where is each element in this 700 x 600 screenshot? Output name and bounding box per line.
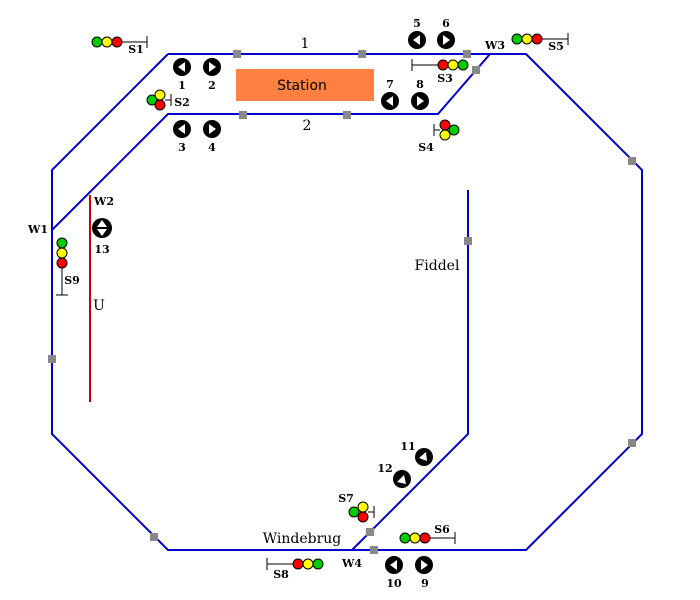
button-1-label: 1	[178, 79, 186, 92]
signal-s9[interactable]	[56, 237, 68, 296]
button-8-label: 8	[416, 78, 424, 91]
button-11-label: 11	[400, 440, 415, 453]
signal-s3-label: S3	[437, 72, 453, 85]
arrow-right-icon	[209, 124, 216, 134]
track-sensor	[48, 355, 56, 363]
direction-left-button-7[interactable]	[381, 92, 399, 110]
button-7-label: 7	[386, 78, 394, 91]
track-sensor	[150, 533, 158, 541]
fiddel-branch-track	[351, 190, 469, 551]
signal-s2[interactable]	[146, 89, 172, 111]
signal-s2-label: S2	[174, 96, 190, 109]
switch-w3-label: W3	[484, 39, 505, 52]
arrow-left-icon	[178, 124, 185, 134]
signal-s7-label: S7	[338, 492, 354, 505]
switch-w4-label: W4	[341, 557, 362, 570]
arrow-left-icon	[390, 560, 397, 570]
station-label: Station	[277, 78, 327, 94]
button-12-label: 12	[377, 462, 392, 475]
arrow-down-right-icon	[419, 452, 427, 461]
signal-s1[interactable]	[91, 36, 148, 48]
track-sensor	[233, 50, 241, 58]
direction-left-button-3[interactable]	[173, 120, 191, 138]
direction-right-button-2[interactable]	[203, 58, 221, 76]
track-2-label: 2	[303, 118, 312, 134]
arrow-left-icon	[413, 35, 420, 45]
button-4-label: 4	[208, 141, 216, 154]
arrow-left-icon	[386, 96, 393, 106]
direction-left-button-10[interactable]	[385, 556, 403, 574]
signal-s7[interactable]	[348, 501, 375, 523]
signal-s1-label: S1	[128, 43, 144, 56]
signal-s3[interactable]	[411, 59, 469, 71]
direction-down-button-12[interactable]	[393, 470, 411, 488]
arrow-down-icon	[97, 229, 107, 236]
windebrug-label: Windebrug	[263, 531, 342, 547]
siding-up-down-button-13[interactable]	[92, 218, 112, 238]
track-sensor	[628, 439, 636, 447]
switch-w1-label: W1	[27, 223, 48, 236]
track-1-label: 1	[301, 36, 310, 52]
track-2	[51, 53, 491, 231]
button-3-label: 3	[178, 141, 186, 154]
track-sensor	[239, 111, 247, 119]
track-sensor	[472, 66, 480, 74]
arrow-right-icon	[417, 96, 424, 106]
direction-left-button-1[interactable]	[173, 58, 191, 76]
track-sensor	[343, 111, 351, 119]
station-building	[236, 69, 374, 101]
signal-s8-label: S8	[273, 568, 289, 581]
track-sensor	[464, 237, 472, 245]
direction-right-button-9[interactable]	[415, 556, 433, 574]
button-6-label: 6	[442, 17, 450, 30]
arrow-down-right-icon	[397, 475, 406, 484]
button-10-label: 10	[386, 577, 402, 590]
track-sensor	[366, 528, 374, 536]
signal-s4[interactable]	[433, 119, 460, 141]
switch-w2-label: W2	[93, 195, 114, 208]
signal-s6[interactable]	[399, 532, 456, 544]
track-sensor	[463, 50, 471, 58]
signal-s8[interactable]	[266, 558, 324, 570]
fiddel-label: Fiddel	[415, 258, 460, 274]
signal-s9-label: S9	[64, 274, 80, 287]
direction-down-button-11[interactable]	[415, 448, 433, 466]
direction-right-button-8[interactable]	[411, 92, 429, 110]
outer-loop-track	[51, 53, 643, 551]
arrow-left-icon	[178, 62, 185, 72]
button-9-label: 9	[421, 577, 429, 590]
signal-s6-label: S6	[434, 523, 450, 536]
arrow-up-icon	[97, 220, 107, 227]
arrow-right-icon	[209, 62, 216, 72]
button-5-label: 5	[413, 17, 421, 30]
button-13-label: 13	[94, 243, 109, 256]
track-sensor	[370, 546, 378, 554]
button-2-label: 2	[208, 79, 216, 92]
direction-left-button-5[interactable]	[408, 31, 426, 49]
signal-s4-label: S4	[418, 141, 434, 154]
siding-u-label: U	[93, 298, 105, 314]
arrow-right-icon	[443, 35, 450, 45]
signal-s5[interactable]	[511, 33, 569, 45]
track-sensor	[358, 50, 366, 58]
track-sensor	[628, 157, 636, 165]
signal-s5-label: S5	[548, 40, 564, 53]
direction-right-button-4[interactable]	[203, 120, 221, 138]
direction-right-button-6[interactable]	[437, 31, 455, 49]
arrow-right-icon	[421, 560, 428, 570]
